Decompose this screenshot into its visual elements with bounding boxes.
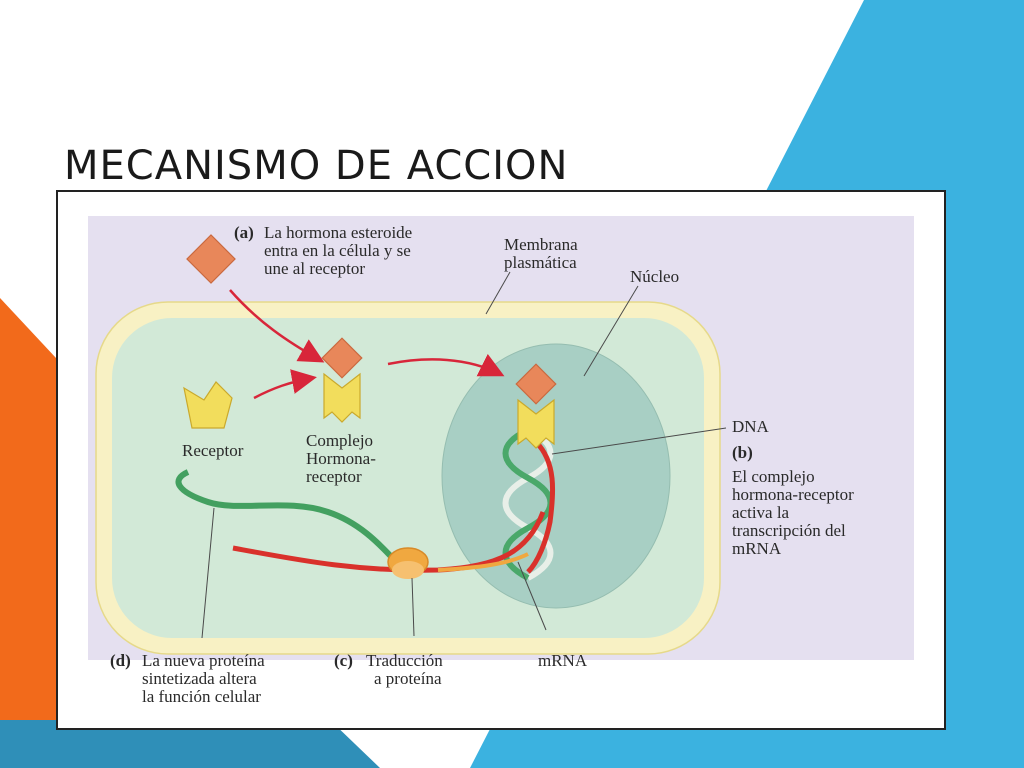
step-a-line-2: entra en la célula y se — [264, 241, 411, 260]
step-c-line-1: Traducción — [366, 651, 443, 670]
step-c-line-2: a proteína — [374, 669, 442, 688]
step-b-line-1: El complejo — [732, 467, 815, 486]
nucleus-entry-arrow — [387, 353, 505, 377]
complex-label-line-3: receptor — [306, 467, 362, 486]
translation-leader — [411, 577, 415, 637]
step-d-line-1: La nueva proteína — [142, 651, 265, 670]
mrna-strand-overlay — [437, 552, 529, 572]
hormone-receptor-complex — [321, 337, 363, 423]
step-a-line-1: La hormona esteroide — [264, 223, 412, 242]
complex-label-line-1: Complejo — [306, 431, 373, 450]
step-a-line-3: une al receptor — [264, 259, 365, 278]
step-b-line-2: hormona-receptor — [732, 485, 854, 504]
step-b-line-3: activa la — [732, 503, 790, 522]
nucleus-leader — [583, 285, 639, 377]
nucleus — [441, 343, 671, 609]
step-b-tag: (b) — [732, 443, 753, 462]
dna-leader — [551, 427, 727, 455]
mrna-strand — [232, 511, 546, 573]
membrane-label-line-1: Membrana — [504, 235, 578, 254]
mrna-label: mRNA — [538, 651, 588, 670]
step-a-tag: (a) — [234, 223, 254, 242]
step-b-line-4: transcripción del — [732, 521, 846, 540]
nuclear-complex — [515, 363, 557, 449]
protein-leader — [201, 507, 215, 639]
new-protein-chain — [175, 469, 401, 567]
mrna-leader — [517, 561, 547, 631]
orange-left-shape — [0, 298, 56, 720]
membrane-leader — [485, 271, 511, 315]
ribosome — [387, 547, 429, 579]
dna-label: DNA — [732, 417, 770, 436]
dark-blue-strip — [0, 720, 380, 768]
step-b-line-5: mRNA — [732, 539, 782, 558]
step-d-line-3: la función celular — [142, 687, 261, 706]
complex-label-line-2: Hormona- — [306, 449, 376, 468]
receptor-label: Receptor — [182, 441, 244, 460]
figure-frame: (a) La hormona esteroide entra en la cél… — [56, 190, 946, 730]
membrane-label-line-2: plasmática — [504, 253, 577, 272]
nucleus-label: Núcleo — [630, 267, 679, 286]
entry-arrow — [229, 289, 325, 363]
steroid-hormone — [186, 234, 236, 284]
step-c-tag: (c) — [334, 651, 353, 670]
step-d-tag: (d) — [110, 651, 131, 670]
dna-helix — [502, 427, 556, 581]
step-d-line-2: sintetizada altera — [142, 669, 257, 688]
binding-arrow — [253, 369, 317, 400]
slide-title: MECANISMO DE ACCION — [64, 143, 569, 189]
steroid-hormone-diagram: (a) La hormona esteroide entra en la cél… — [88, 216, 914, 706]
receptor-shape — [183, 381, 233, 429]
